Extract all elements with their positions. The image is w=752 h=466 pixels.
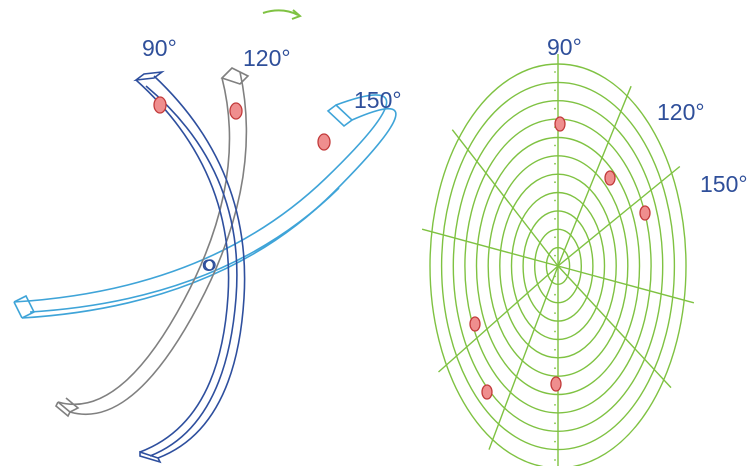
polar-tick — [554, 330, 556, 333]
polar-marker-left-lower — [481, 384, 493, 400]
marker-beam-90 — [153, 96, 167, 114]
polar-tick — [554, 367, 556, 370]
polar-tick — [554, 107, 556, 110]
polar-spoke — [451, 129, 559, 267]
polar-label-120: 120° — [657, 99, 705, 125]
polar-tick — [554, 71, 556, 73]
marker-beam-150 — [317, 133, 331, 151]
polar-spoke — [557, 265, 672, 389]
arrow-head — [291, 9, 302, 20]
polar-spoke — [557, 85, 632, 267]
polar-spoke — [557, 265, 695, 304]
polar-spoke — [557, 165, 681, 267]
polar-spoke — [438, 265, 559, 373]
polar-marker-120 — [604, 170, 616, 186]
polar-tick — [554, 348, 556, 351]
polar-tick — [554, 293, 556, 296]
polar-tick — [554, 422, 556, 425]
marker-beam-120 — [229, 102, 243, 120]
polar-spoke — [421, 228, 559, 267]
beam-120 — [55, 67, 250, 418]
beam-120-label: 120° — [243, 45, 291, 71]
polar-tick — [554, 312, 556, 314]
polar-tick — [554, 181, 556, 184]
polar-tick — [554, 459, 556, 461]
polar-marker-bottom — [550, 376, 562, 392]
polar-marker-90 — [554, 116, 566, 132]
beam-150-label: 150° — [354, 87, 402, 113]
polar-tick — [554, 199, 556, 202]
polar-tick — [554, 254, 556, 257]
polar-marker-150 — [639, 205, 651, 221]
beam-90-label: 90° — [142, 35, 177, 61]
polar-spokes — [421, 54, 695, 466]
origin-label: O — [202, 256, 215, 275]
polar-tick — [554, 162, 556, 165]
polar-tick — [554, 404, 556, 406]
polar-tick — [554, 89, 556, 92]
polar-marker-left-upper — [469, 316, 481, 332]
polar-tick — [554, 440, 556, 443]
beam-150 — [13, 94, 397, 319]
beam-90 — [133, 70, 246, 464]
polar-spoke — [488, 265, 559, 450]
polar-tick — [554, 144, 556, 147]
polar-tick — [554, 236, 556, 239]
origin-marker — [204, 259, 216, 271]
polar-label-90: 90° — [547, 34, 582, 60]
curved-arrow-icon — [262, 9, 299, 16]
polar-label-150: 150° — [700, 171, 748, 197]
polar-tick — [554, 218, 556, 220]
polar-tick — [554, 275, 556, 278]
